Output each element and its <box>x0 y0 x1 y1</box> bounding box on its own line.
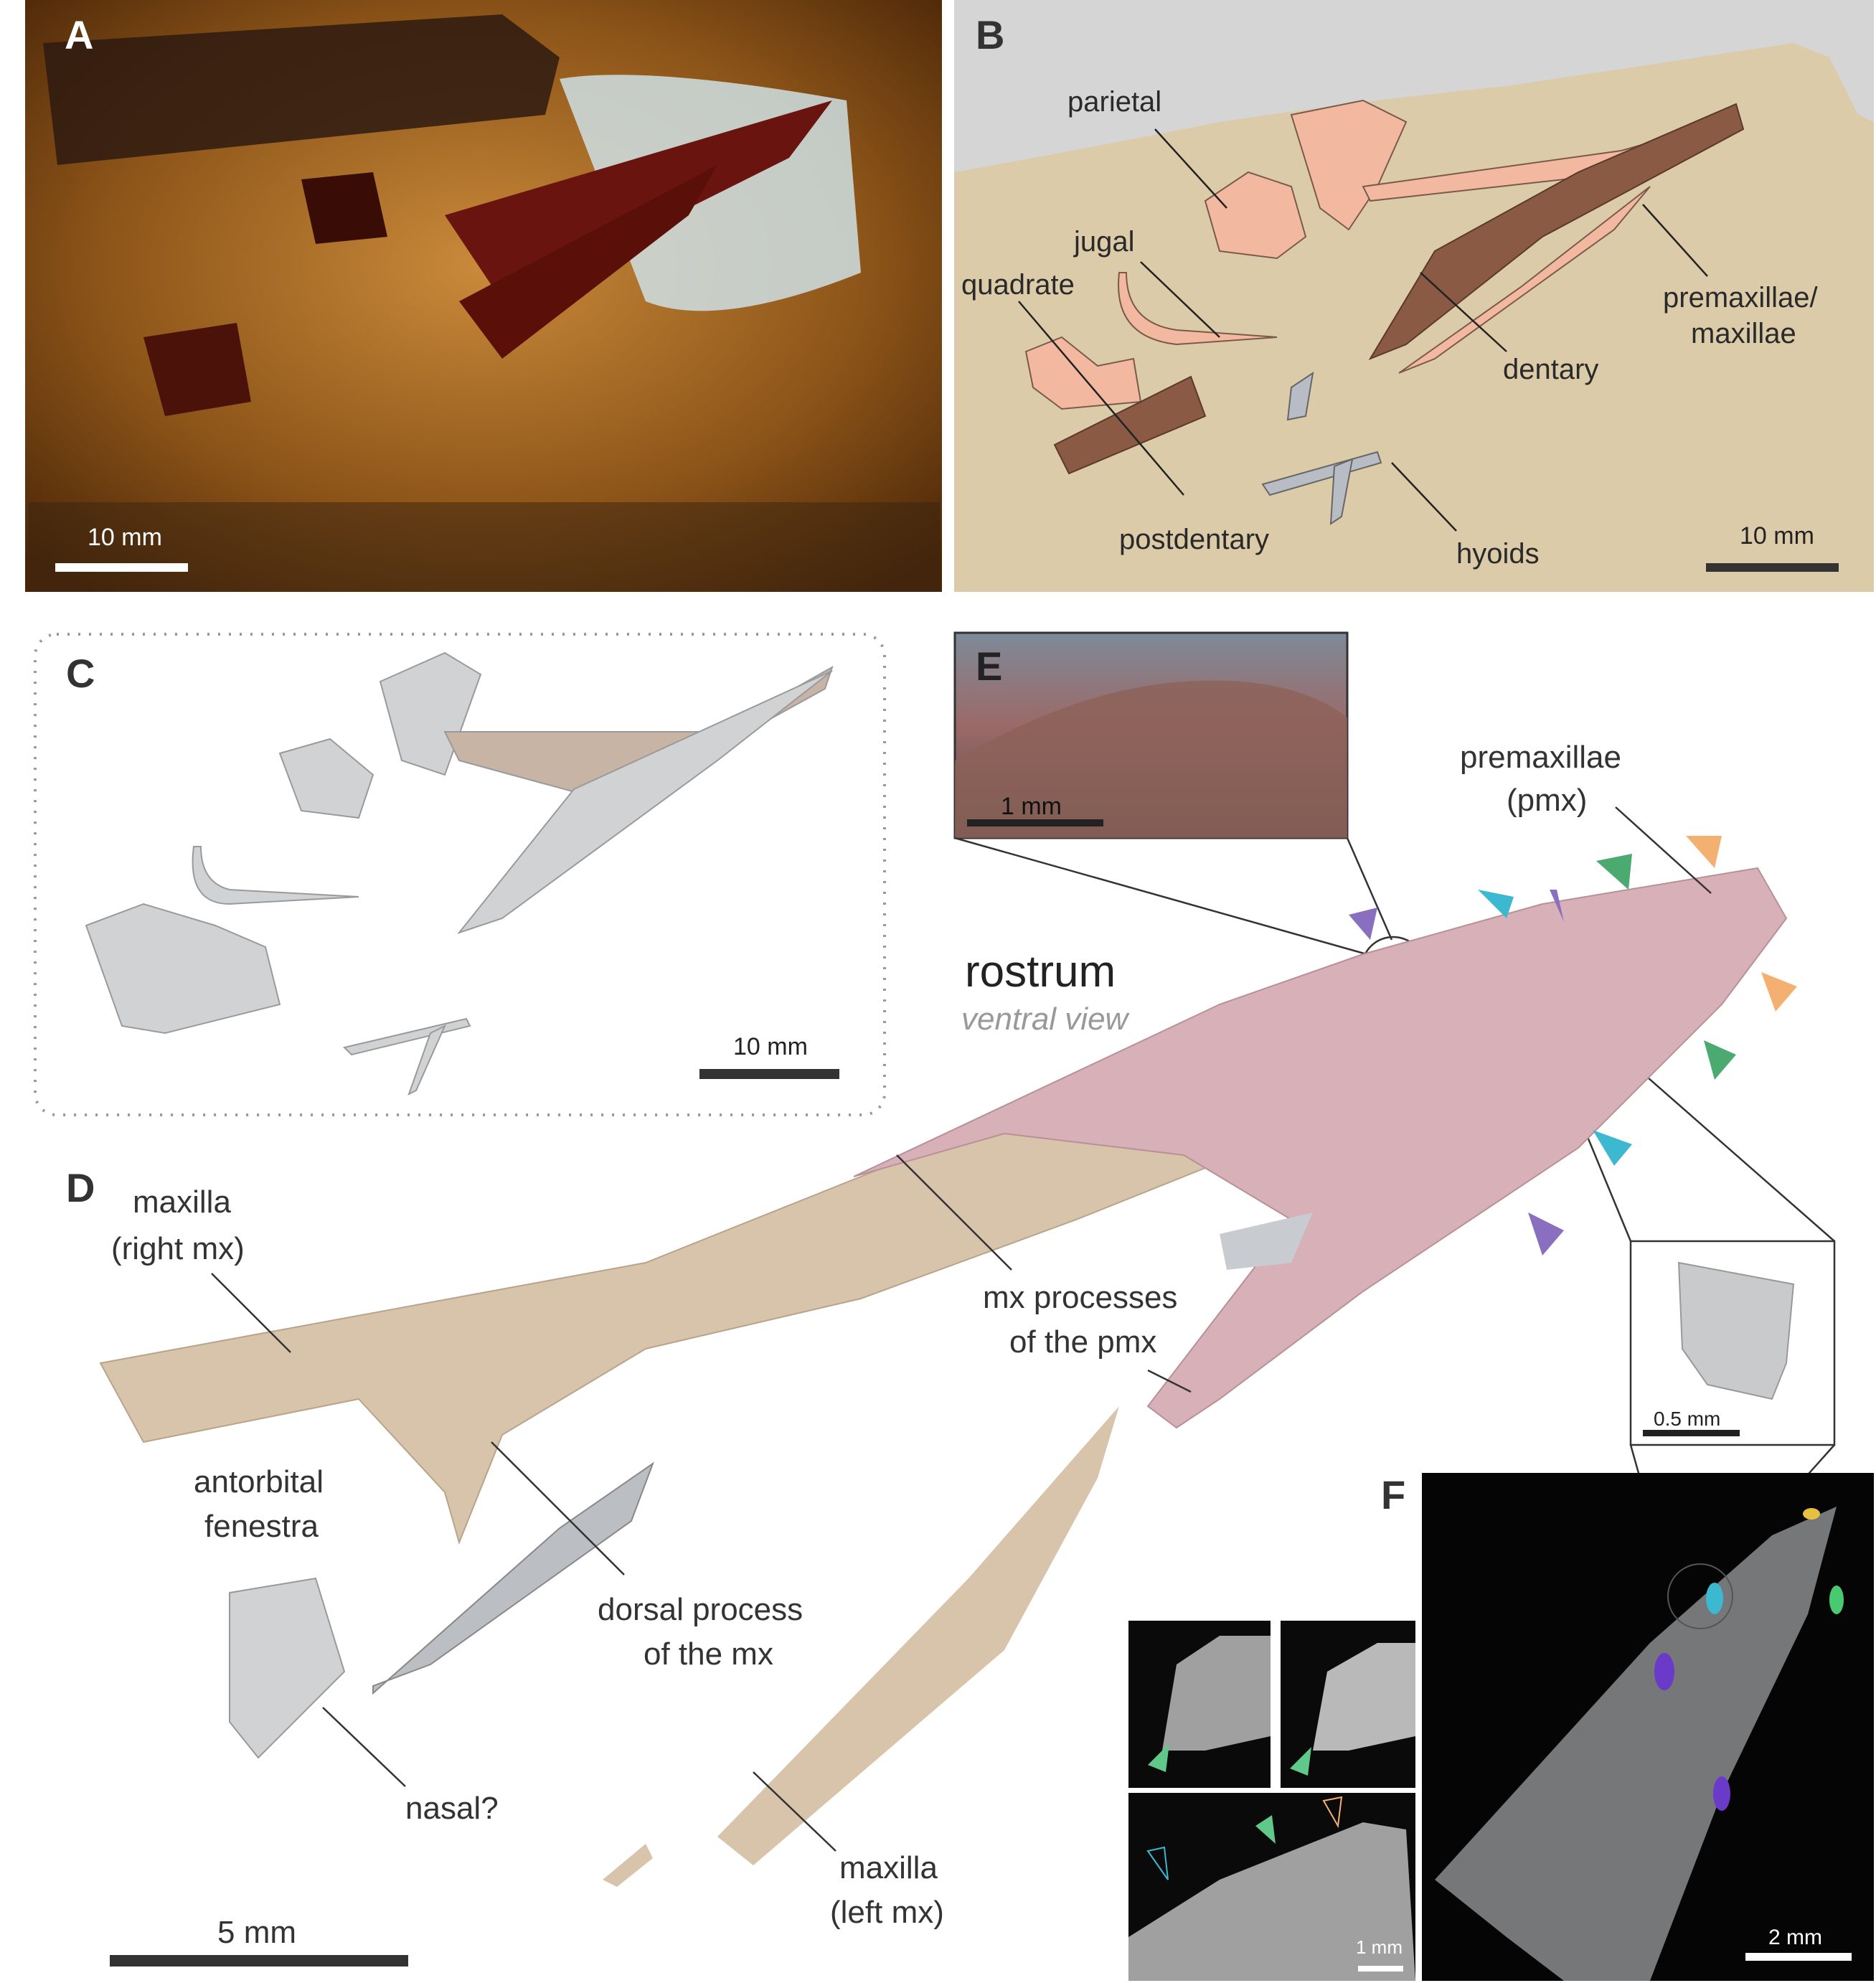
panel-c-label: C <box>66 651 95 696</box>
panel-e-label: E <box>976 644 1002 689</box>
label-nasal: nasal? <box>405 1791 499 1826</box>
label-mx-processes-1: mx processes <box>983 1280 1177 1315</box>
label-hyoids: hyoids <box>1456 538 1540 570</box>
label-parietal: parietal <box>1067 86 1161 118</box>
label-maxilla-left-1: maxilla <box>839 1850 938 1885</box>
label-dentary: dentary <box>1503 354 1598 385</box>
panel-f-label: F <box>1381 1472 1405 1517</box>
inset-scale-bar <box>1643 1430 1740 1436</box>
panel-a-scale-text: 10 mm <box>88 524 162 551</box>
panel-b-drawing <box>954 0 1874 592</box>
rostrum-subtitle: ventral view <box>961 1002 1131 1037</box>
green-arrowhead <box>1148 1743 1169 1772</box>
panel-d-scale-bar <box>110 1955 408 1966</box>
panel-f-main-scale-text: 2 mm <box>1768 1926 1822 1949</box>
label-maxilla-left-2: (left mx) <box>830 1895 944 1930</box>
panel-d-leader-lines <box>211 806 1712 1852</box>
panel-e-scale-bar <box>967 819 1103 826</box>
label-maxilla-right-2: (right mx) <box>111 1231 245 1266</box>
label-dorsal-process-2: of the mx <box>644 1636 773 1672</box>
pmx-inset-render <box>1677 1261 1795 1400</box>
label-dorsal-process-1: dorsal process <box>598 1592 803 1627</box>
label-premaxillae-pmx-1: premaxillae <box>1460 740 1621 775</box>
panel-d-rostrum-render <box>99 867 1788 1887</box>
rostrum-arrowheads <box>1349 836 1797 1256</box>
panel-d-scale-text: 5 mm <box>217 1915 296 1950</box>
label-maxillae: maxillae <box>1691 318 1796 349</box>
label-antorbital-1: antorbital <box>194 1464 324 1499</box>
panel-a-photo <box>25 0 942 592</box>
orange-open-arrowhead <box>1322 1796 1343 1829</box>
panel-f-main-scale-bar <box>1745 1953 1852 1961</box>
label-quadrate: quadrate <box>961 269 1075 301</box>
label-jugal: jugal <box>1073 226 1135 258</box>
panel-c-ct-render <box>85 651 834 1096</box>
panel-e-bone <box>955 680 1347 838</box>
panel-d-label: D <box>66 1165 95 1210</box>
panel-b-scale-bar <box>1706 563 1839 572</box>
inset-scale-text: 0.5 mm <box>1654 1408 1720 1430</box>
label-maxilla-right-1: maxilla <box>133 1184 231 1220</box>
label-mx-processes-2: of the pmx <box>1009 1324 1156 1360</box>
panel-f-small-scale-text: 1 mm <box>1356 1936 1403 1958</box>
label-premaxillae-pmx-2: (pmx) <box>1507 783 1587 818</box>
label-antorbital-2: fenestra <box>204 1509 319 1544</box>
panel-a-label: A <box>65 12 93 57</box>
label-postdentary: postdentary <box>1119 524 1269 555</box>
green-arrowhead <box>1255 1815 1276 1844</box>
panel-e-scale-text: 1 mm <box>1001 793 1062 820</box>
panel-c-scale-bar <box>699 1069 839 1079</box>
cyan-open-arrowhead <box>1146 1846 1169 1880</box>
panel-f-main-render <box>1435 1507 1844 1981</box>
panel-a-scale-bar <box>55 563 188 572</box>
label-premaxillae: premaxillae/ <box>1663 282 1819 314</box>
panel-c-scale-text: 10 mm <box>733 1033 808 1060</box>
panel-f-small-scale-bar <box>1358 1966 1403 1972</box>
panel-b-scale-text: 10 mm <box>1740 522 1814 550</box>
rostrum-title: rostrum <box>965 947 1116 997</box>
green-arrowhead <box>1290 1747 1311 1776</box>
panel-b-label: B <box>976 12 1004 57</box>
